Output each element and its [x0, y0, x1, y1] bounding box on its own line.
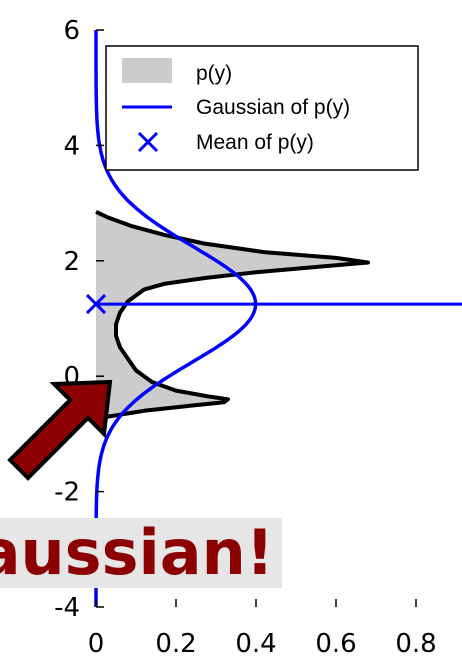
density-curve: [95, 209, 370, 422]
mean-marker-stroke-b: [85, 294, 107, 315]
y-tick-label: -2: [54, 478, 80, 508]
plot-layer: [85, 30, 462, 607]
y-tick-label: 6: [63, 16, 80, 46]
density-fill: [96, 211, 368, 420]
legend: p(y) Gaussian of p(y) Mean of p(y): [105, 45, 419, 171]
legend-swatch-fill: [122, 58, 172, 83]
banner-text: aussian!: [0, 518, 274, 588]
y-tick-label: 2: [63, 247, 80, 277]
mean-marker: [85, 294, 107, 315]
y-tick-label: 4: [63, 131, 80, 161]
gaussian-curve: [94, 30, 258, 607]
y-tick-label: -4: [54, 593, 80, 623]
x-tick-label: 0.6: [315, 629, 356, 659]
arrow-icon: [7, 379, 113, 481]
x-tick-label: 0.2: [155, 629, 196, 659]
legend-label-gaussian: Gaussian of p(y): [196, 96, 350, 119]
x-tick-label: 0.4: [235, 629, 276, 659]
legend-swatch-x-marker: [137, 131, 159, 153]
legend-label-mean: Mean of p(y): [196, 131, 314, 154]
conclusion-banner: aussian!: [0, 518, 282, 588]
x-tick-label: 0: [88, 629, 105, 659]
x-tick-label: 0.8: [395, 629, 436, 659]
legend-label-py: p(y): [196, 62, 232, 85]
pointer-arrow: [7, 379, 113, 481]
